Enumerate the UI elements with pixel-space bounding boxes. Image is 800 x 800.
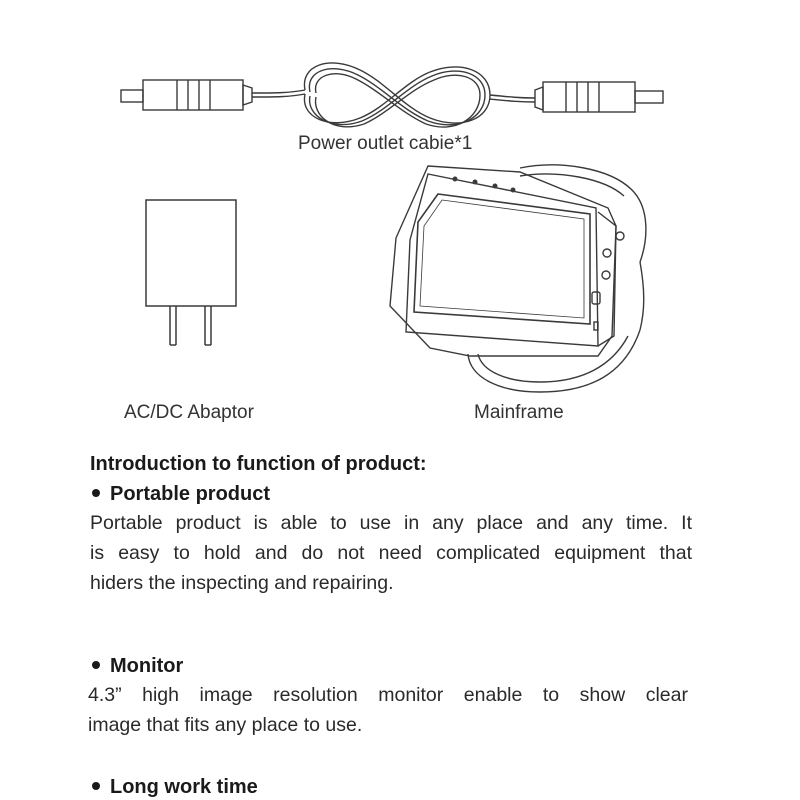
- power-cable-icon: [120, 62, 664, 128]
- body-line: is easy to hold and do not need complica…: [90, 542, 692, 564]
- cable-caption: Power outlet cabie*1: [298, 133, 473, 154]
- body-line: hiders the inspecting and repairing.: [90, 572, 394, 594]
- body-line: 4.3” high image resolution monitor enabl…: [88, 684, 688, 706]
- bullet-dot: [92, 660, 100, 669]
- section-heading-label: Monitor: [110, 655, 184, 677]
- section-heading-label: Portable product: [110, 483, 271, 505]
- adaptor-caption: AC/DC Abaptor: [124, 402, 254, 423]
- section-heading-monitor: Monitor: [92, 656, 183, 676]
- intro-title: Introduction to function of product:: [90, 453, 427, 475]
- wrist-monitor-icon: [389, 164, 647, 393]
- ac-dc-adaptor-icon: [145, 199, 237, 346]
- body-line: image that fits any place to use.: [88, 714, 363, 736]
- section-heading-portable: Portable product: [92, 484, 270, 504]
- bullet-dot: [92, 781, 100, 790]
- section-heading-label: Long work time: [110, 776, 258, 798]
- section-body-portable: Portable product is able to use in any p…: [90, 508, 692, 598]
- bullet-dot: [92, 488, 100, 497]
- section-heading-work-time: Long work time: [92, 777, 258, 797]
- section-body-monitor: 4.3” high image resolution monitor enabl…: [88, 680, 688, 740]
- body-line: Portable product is able to use in any p…: [90, 512, 692, 534]
- mainframe-caption: Mainframe: [474, 402, 564, 423]
